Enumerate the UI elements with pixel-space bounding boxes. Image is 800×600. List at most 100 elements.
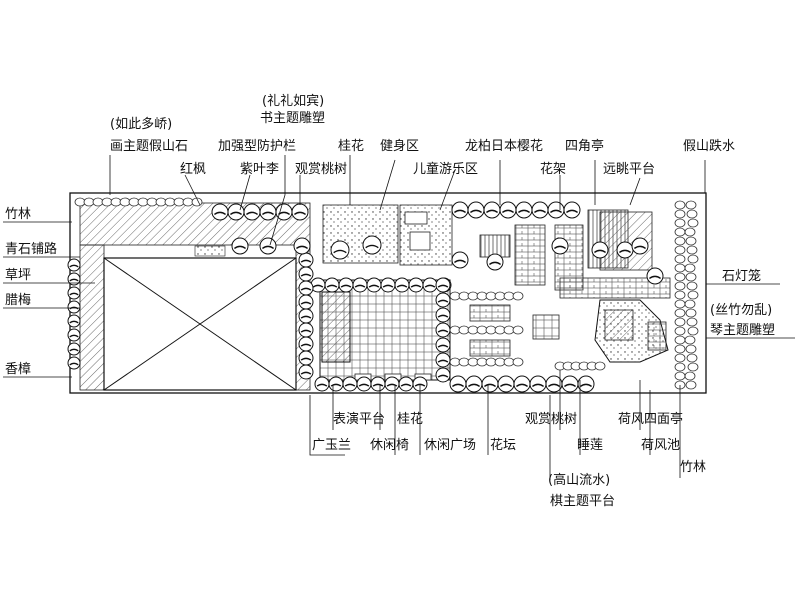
stone-path-left	[79, 244, 105, 391]
shrub-symbol	[74, 197, 86, 207]
label-ruyi-duoqiao: (如此多峤)	[110, 116, 172, 132]
shrub-symbol	[119, 197, 131, 207]
label-water-lily: 睡莲	[577, 438, 603, 453]
lawn-area	[103, 257, 297, 391]
shrub-symbol	[164, 197, 176, 207]
shrub-symbol	[686, 353, 698, 363]
shrub-symbol	[674, 236, 686, 246]
shrub-symbol	[684, 263, 696, 273]
shrub-symbol	[674, 308, 686, 318]
label-bamboo-bottom: 竹林	[680, 460, 706, 475]
shrub-symbol	[687, 254, 699, 264]
label-lotus-pond: 荷风池	[641, 438, 680, 453]
label-qin-sculpture: 琴主题雕塑	[710, 323, 775, 338]
label-flower-rack: 花架	[540, 161, 566, 177]
shrub-symbol	[687, 326, 699, 336]
label-leisure-plaza: 休闲广场	[424, 438, 476, 453]
label-book-sculpture: 书主题雕塑	[260, 111, 325, 126]
shrub-symbol	[458, 325, 470, 335]
shrub-symbol	[674, 227, 686, 237]
shrub-symbol	[476, 325, 488, 335]
shrub-symbol	[101, 197, 113, 207]
shrub-symbol	[684, 227, 696, 237]
shrub-symbol	[674, 218, 686, 228]
shrub-symbol	[685, 344, 697, 354]
label-leisure-chair: 休闲椅	[370, 438, 409, 453]
shrub-symbol	[512, 325, 524, 335]
shrub-symbol	[674, 263, 686, 273]
label-purple-plum: 紫叶李	[240, 162, 279, 177]
shrub-symbol	[674, 335, 686, 345]
label-wintersweet: 腊梅	[5, 293, 31, 308]
shrub-symbol	[684, 335, 696, 345]
shrub-symbol	[458, 291, 470, 301]
shrub-symbol	[182, 197, 194, 207]
shrub-symbol	[674, 353, 686, 363]
shrub-symbol	[685, 380, 697, 390]
shrub-symbol	[173, 197, 185, 207]
label-fitness-area: 健身区	[380, 138, 419, 154]
label-camphor: 香樟	[5, 362, 31, 377]
shrub-symbol	[687, 290, 699, 300]
shrub-symbol	[684, 371, 696, 381]
shrub-symbol	[687, 362, 699, 372]
shrub-group	[74, 197, 699, 390]
leader-lines	[3, 155, 795, 480]
tree-group	[67, 201, 664, 393]
shrub-symbol	[686, 209, 698, 219]
shrub-symbol	[674, 344, 686, 354]
shrub-symbol	[686, 281, 698, 291]
label-osmanthus-bottom: 桂花	[397, 411, 423, 427]
shrub-symbol	[687, 218, 699, 228]
shrub-symbol	[686, 245, 698, 255]
shrub-symbol	[467, 357, 479, 367]
chess-platform	[469, 304, 511, 322]
shrub-symbol	[674, 371, 686, 381]
shrub-symbol	[476, 357, 488, 367]
label-gaoshan-liushui: (高山流水)	[548, 472, 610, 488]
shrub-symbol	[449, 357, 461, 367]
shrub-symbol	[674, 281, 686, 291]
label-lawn: 草坪	[5, 268, 31, 283]
shrub-symbol	[485, 325, 497, 335]
shrub-symbol	[110, 197, 122, 207]
shrub-symbol	[685, 272, 697, 282]
shrub-symbol	[146, 197, 158, 207]
label-performance-platform: 表演平台	[333, 411, 385, 427]
shrub-symbol	[674, 200, 686, 210]
plan-labels: (如此多峤) 画主题假山石 (礼礼如宾) 书主题雕塑 加强型防护栏 桂花 健身区…	[5, 93, 775, 509]
shrub-symbol	[467, 325, 479, 335]
shrub-symbol	[674, 245, 686, 255]
label-bluestone-path: 青石铺路	[5, 241, 57, 257]
shrub-symbol	[684, 299, 696, 309]
shrub-symbol	[449, 325, 461, 335]
shrub-symbol	[685, 236, 697, 246]
label-peach-trees-bottom: 观赏桃树	[525, 412, 577, 427]
label-peach-trees-top: 观赏桃树	[295, 162, 347, 177]
label-rockery-waterfall: 假山跌水	[683, 138, 735, 154]
shrub-symbol	[458, 357, 470, 367]
shrub-symbol	[594, 361, 606, 371]
shrub-symbol	[686, 317, 698, 327]
shrub-symbol	[494, 291, 506, 301]
label-stone-lantern: 石灯笼	[722, 268, 761, 284]
shrub-symbol	[494, 325, 506, 335]
shrub-symbol	[503, 357, 515, 367]
label-chess-platform: 棋主题平台	[550, 494, 615, 509]
shrub-symbol	[476, 291, 488, 301]
lotus-pavilion	[604, 309, 634, 341]
shrub-symbol	[155, 197, 167, 207]
label-four-corner-pavilion: 四角亭	[565, 138, 604, 154]
shrub-symbol	[92, 197, 104, 207]
shrub-symbol	[83, 197, 95, 207]
label-sizhu-wuluan: (丝竹勿乱)	[710, 303, 772, 318]
label-bamboo-left: 竹林	[5, 207, 31, 222]
shrub-symbol	[685, 200, 697, 210]
label-osmanthus-top: 桂花	[338, 138, 364, 154]
shrub-symbol	[485, 291, 497, 301]
shrub-symbol	[674, 317, 686, 327]
shrub-symbol	[674, 209, 686, 219]
label-lotus-pavilion: 荷风四面亭	[618, 411, 683, 427]
shrub-symbol	[467, 291, 479, 301]
